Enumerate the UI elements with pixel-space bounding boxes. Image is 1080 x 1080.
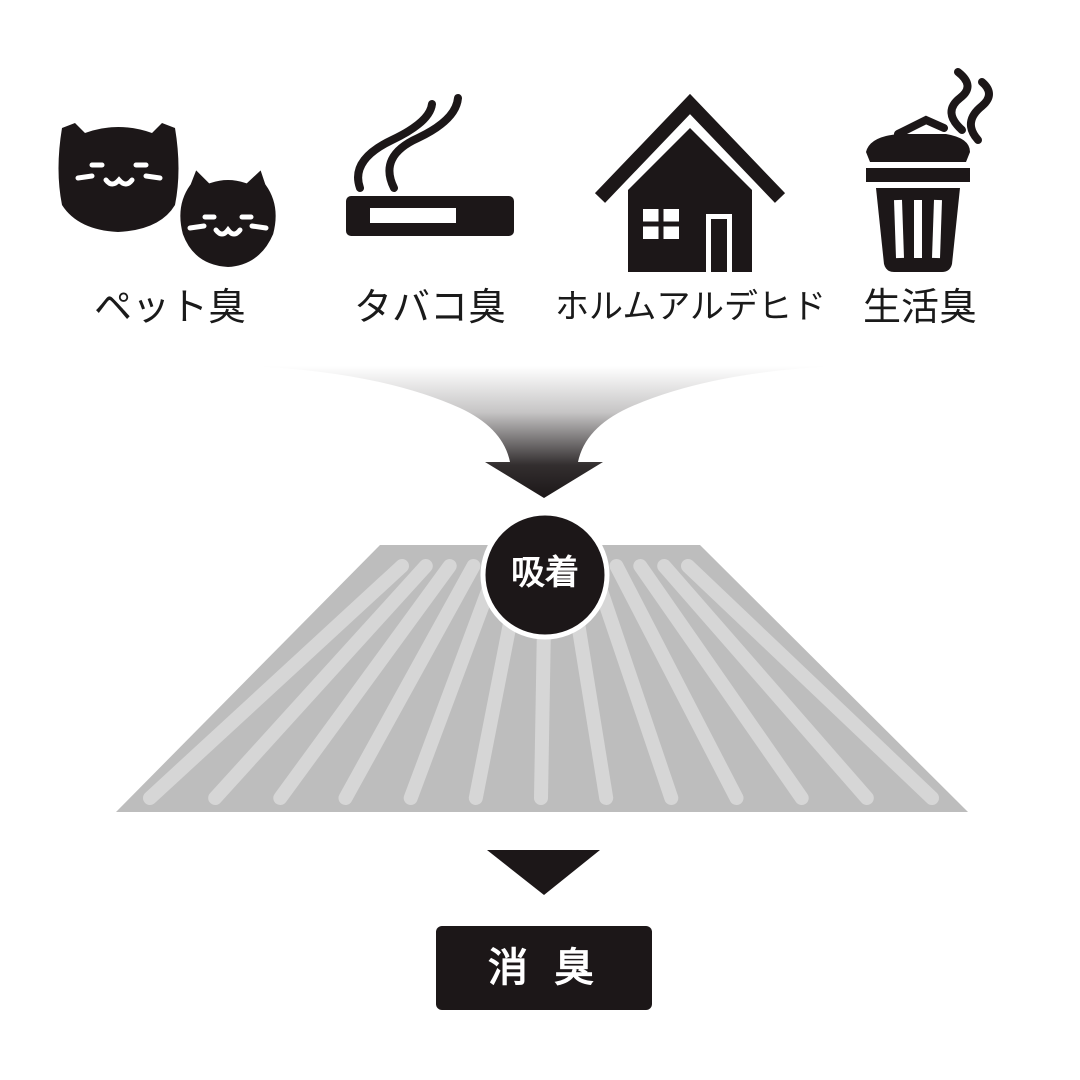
cigarette-filter-band [370, 208, 456, 223]
filter-stripe [403, 559, 505, 805]
filter-stripe [143, 559, 409, 805]
trash-can-lid [866, 134, 970, 162]
adsorb-circle [480, 510, 610, 640]
cigarette-icon [346, 94, 514, 236]
cat-large-face [75, 162, 163, 187]
fumes-icon [947, 68, 993, 144]
filter-stripe [208, 559, 433, 805]
filter-stripe [609, 559, 744, 805]
label-living-odor: 生活臭 [862, 285, 977, 329]
filter-stripe [585, 559, 679, 805]
label-pet-odor: ペット臭 [93, 285, 246, 329]
filter-stripe [633, 559, 809, 805]
house-roof [594, 93, 786, 203]
filter-stripe [338, 559, 481, 805]
cats-icon [58, 123, 282, 274]
down-arrow [487, 850, 600, 895]
funnel-arrow [250, 366, 838, 498]
filter-stripe [681, 559, 939, 805]
smoke-icon [354, 94, 462, 192]
label-tobacco-odor: タバコ臭 [353, 285, 506, 329]
house-icon [594, 93, 786, 272]
trash-can-icon [866, 68, 993, 272]
cat-small-head [174, 159, 282, 274]
filter-stripe [273, 559, 457, 805]
cat-small-face [187, 214, 269, 237]
deodorize-label: 消 臭 [488, 945, 600, 991]
adsorb-label: 吸着 [511, 553, 579, 593]
label-formaldehyde: ホルムアルデヒド [555, 287, 826, 327]
filter-stripe [657, 559, 874, 805]
deodorize-badge: 消 臭 [436, 926, 652, 1010]
